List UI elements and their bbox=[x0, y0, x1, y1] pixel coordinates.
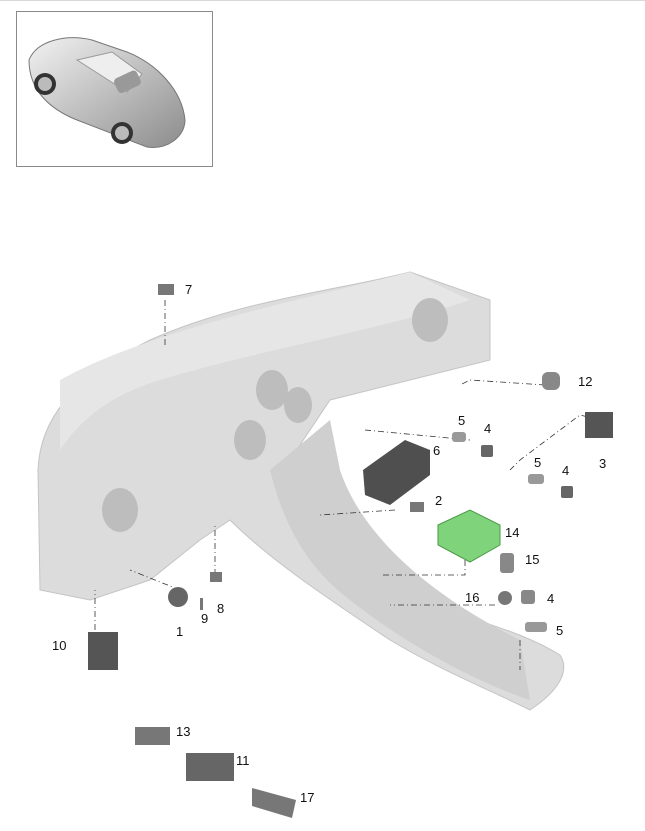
callout-5[interactable]: 5 bbox=[556, 623, 563, 638]
callout-4[interactable]: 4 bbox=[547, 591, 554, 606]
callout-labels: 7 12 3 5 4 6 5 4 2 14 15 16 4 5 1 9 8 10… bbox=[52, 282, 606, 805]
callout-2[interactable]: 2 bbox=[435, 493, 442, 508]
part-thumbnails[interactable] bbox=[88, 284, 613, 818]
car-image bbox=[28, 37, 186, 148]
callout-5[interactable]: 5 bbox=[534, 455, 541, 470]
highlighted-part-14 bbox=[437, 509, 501, 563]
vehicle-thumbnail[interactable] bbox=[16, 11, 213, 167]
leader-lines bbox=[94, 300, 601, 670]
callout-17[interactable]: 17 bbox=[300, 790, 314, 805]
dashboard-top bbox=[60, 272, 470, 450]
callout-15[interactable]: 15 bbox=[525, 552, 539, 567]
callout-9[interactable]: 9 bbox=[201, 611, 208, 626]
callout-14[interactable]: 14 bbox=[505, 525, 519, 540]
callout-7[interactable]: 7 bbox=[185, 282, 192, 297]
callout-4[interactable]: 4 bbox=[484, 421, 491, 436]
callout-10[interactable]: 10 bbox=[52, 638, 66, 653]
callout-8[interactable]: 8 bbox=[217, 601, 224, 616]
callout-6[interactable]: 6 bbox=[433, 443, 440, 458]
callout-1[interactable]: 1 bbox=[176, 624, 183, 639]
callout-4[interactable]: 4 bbox=[562, 463, 569, 478]
callout-12[interactable]: 12 bbox=[578, 374, 592, 389]
callout-3[interactable]: 3 bbox=[599, 456, 606, 471]
center-console bbox=[270, 420, 530, 700]
callout-11[interactable]: 11 bbox=[236, 753, 250, 768]
top-divider bbox=[0, 0, 645, 1]
callout-13[interactable]: 13 bbox=[176, 724, 190, 739]
callout-5[interactable]: 5 bbox=[458, 413, 465, 428]
air-vents bbox=[102, 298, 448, 532]
callout-16[interactable]: 16 bbox=[465, 590, 479, 605]
